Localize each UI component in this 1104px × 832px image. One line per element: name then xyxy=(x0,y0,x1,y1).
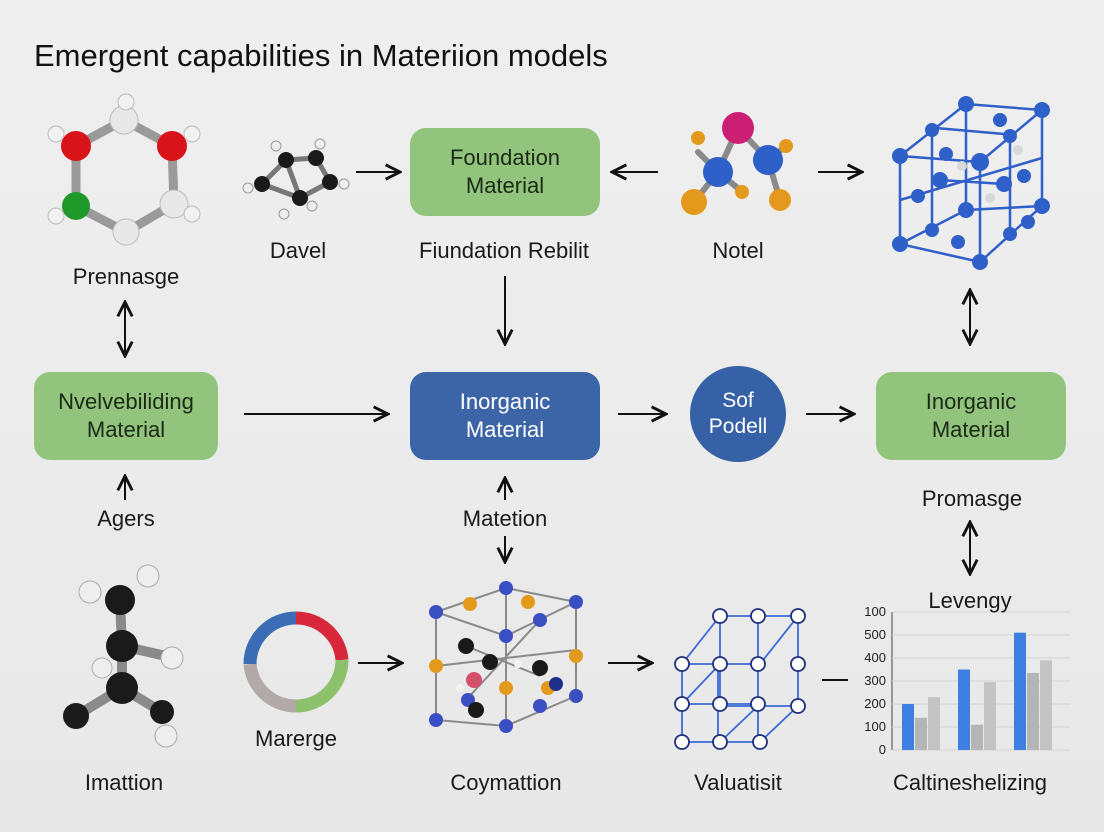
label-imattion: Imattion xyxy=(84,770,164,795)
label-levengy: Levengy xyxy=(928,588,1012,613)
chart-y-tick-label: 300 xyxy=(864,673,886,688)
chart-y-tick-label: 100 xyxy=(864,604,886,619)
chart-y-tick-label: 100 xyxy=(864,719,886,734)
label-davel: Davel xyxy=(269,238,327,263)
label-valuatisit: Valuatisit xyxy=(694,770,782,795)
nvelvebiliding-material-label: Nvelvebiliding Material xyxy=(58,389,194,442)
chart-bar xyxy=(1027,672,1039,750)
label-marerge: Marerge xyxy=(255,726,337,751)
chart-bar xyxy=(971,724,983,750)
chart-y-tick-label: 0 xyxy=(878,742,886,757)
label-caltineshelizing: Caltineshelizing xyxy=(892,770,1048,795)
chart-bar xyxy=(1014,632,1026,750)
inorganic-material-right-label: Inorganic Material xyxy=(925,389,1017,442)
chart-bar xyxy=(958,669,970,750)
foundation-material-box[interactable]: Foundation Material xyxy=(410,128,600,216)
chart-bar xyxy=(915,717,927,750)
label-promasge: Promasge xyxy=(921,486,1023,511)
chart-y-tick-label: 400 xyxy=(864,650,886,665)
label-matetion: Matetion xyxy=(462,506,548,531)
chart-bar xyxy=(928,697,940,750)
label-agers: Agers xyxy=(97,506,155,531)
inorganic-material-center-box[interactable]: Inorganic Material xyxy=(410,372,600,460)
label-coymattion: Coymattion xyxy=(450,770,562,795)
sof-podell-label: Sof Podell xyxy=(708,389,768,438)
inorganic-material-center-label: Inorganic Material xyxy=(459,389,551,442)
label-fundation-rebilit: Fiundation Rebilit xyxy=(419,238,589,263)
sof-podell-circle[interactable]: Sof Podell xyxy=(690,366,786,462)
chart-y-tick-label: 200 xyxy=(864,696,886,711)
foundation-material-label: Foundation Material xyxy=(449,145,561,198)
chart-y-tick-label: 500 xyxy=(864,627,886,642)
chart-bar xyxy=(902,704,914,750)
inorganic-material-right-box[interactable]: Inorganic Material xyxy=(876,372,1066,460)
label-notel: Notel xyxy=(712,238,764,263)
chart-bar xyxy=(1040,660,1052,750)
nvelvebiliding-material-box[interactable]: Nvelvebiliding Material xyxy=(34,372,218,460)
chart-bar xyxy=(984,682,996,750)
page-title: Emergent capabilities in Materiion model… xyxy=(34,38,608,73)
label-prennasge: Prennasge xyxy=(72,264,180,289)
